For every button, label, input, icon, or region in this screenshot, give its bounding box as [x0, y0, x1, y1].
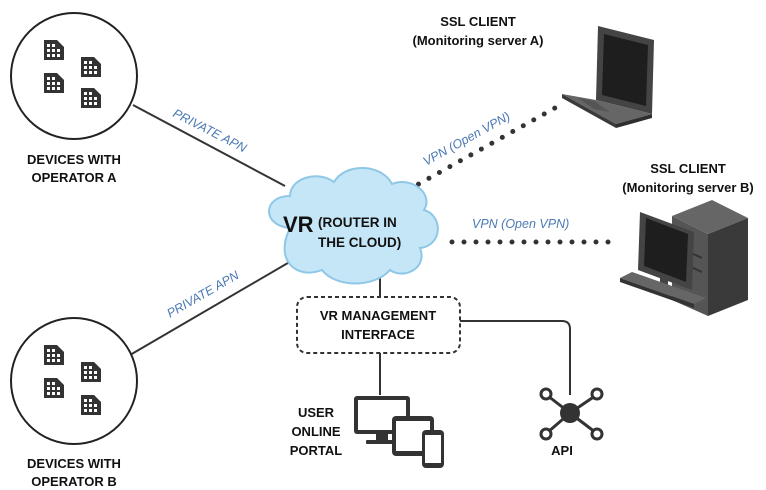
portal-label-2: ONLINE [291, 424, 340, 439]
laptop-icon [562, 26, 654, 128]
ssl-b-label-2: (Monitoring server B) [622, 180, 753, 195]
ssl-a-label-1: SSL CLIENT [440, 14, 516, 29]
ssl-b-label-1: SSL CLIENT [650, 161, 726, 176]
cloud-line-2: THE CLOUD) [318, 235, 401, 250]
apn-link-b [129, 252, 306, 356]
mgmt-label-1: VR MANAGEMENT [320, 308, 436, 323]
operator-a-label-2: OPERATOR A [32, 170, 118, 185]
mgmt-api-link [460, 320, 571, 395]
devices-icon [354, 396, 444, 468]
vpn-a-label: VPN (Open VPN) [421, 109, 513, 168]
api-label: API [551, 443, 573, 458]
portal-label-3: PORTAL [290, 443, 343, 458]
operator-b-devices [10, 317, 138, 445]
operator-b-label-2: OPERATOR B [31, 474, 116, 489]
desktop-computer-icon [620, 200, 748, 316]
management-interface-box [296, 296, 461, 354]
apn-link-a [132, 104, 286, 187]
operator-b-label-1: DEVICES WITH [27, 456, 121, 471]
router-cloud: VR (ROUTER IN THE CLOUD) [268, 167, 439, 285]
api-icon [539, 387, 604, 441]
operator-a-devices [10, 12, 138, 140]
cloud-line-1: (ROUTER IN [318, 215, 397, 230]
portal-label-1: USER [298, 405, 335, 420]
mgmt-label-2: INTERFACE [341, 327, 415, 342]
ssl-a-label-2: (Monitoring server A) [413, 33, 544, 48]
vpn-link-a [405, 105, 558, 193]
operator-a-label-1: DEVICES WITH [27, 152, 121, 167]
vpn-b-label: VPN (Open VPN) [472, 217, 569, 231]
cloud-prefix: VR [283, 212, 314, 237]
